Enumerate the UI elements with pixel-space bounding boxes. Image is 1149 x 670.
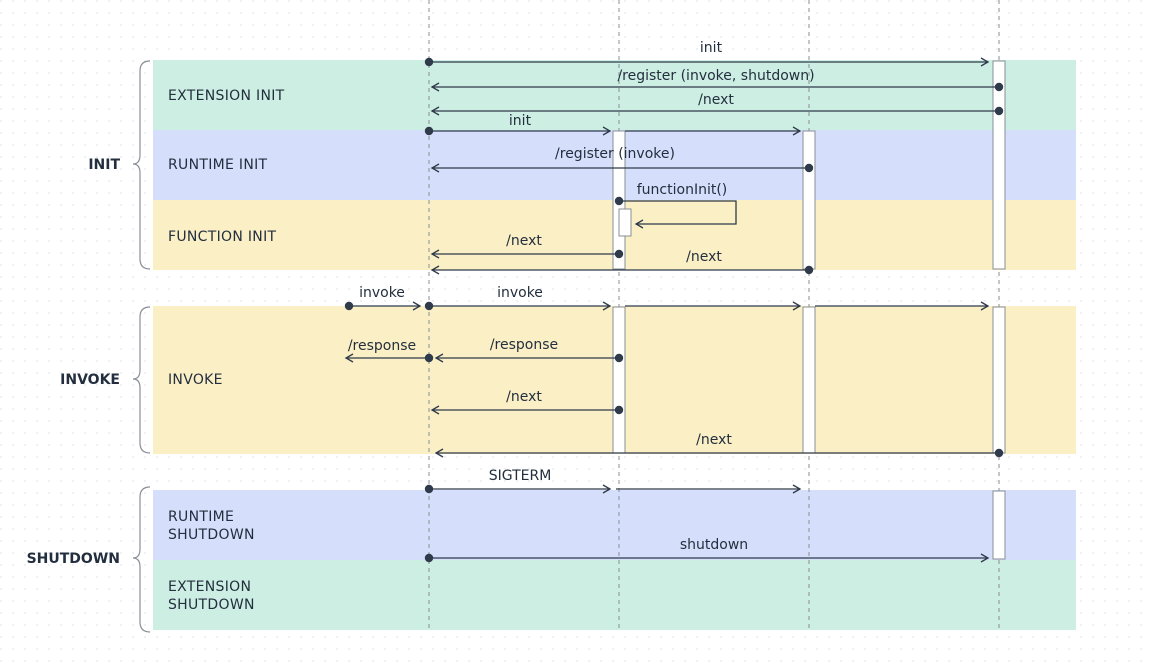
message-next-invoke-runtime: /next: [506, 389, 542, 405]
function-activation-invoke: [802, 306, 816, 454]
runtime-activation-invoke: [612, 306, 626, 454]
arrow-shutdown-extension-head: [980, 553, 990, 563]
arrow-function-init-self-call-line: [619, 200, 737, 225]
arrow-invoke-runtime: [424, 301, 612, 311]
arrow-next-invoke-runtime: [430, 405, 624, 415]
arrow-invoke-function-head: [792, 301, 802, 311]
group-label-invoke: INVOKE: [60, 372, 120, 388]
invoke-group-brace: [132, 306, 151, 454]
message-next-invoke-extension: /next: [696, 432, 732, 448]
arrow-init-function: [625, 126, 802, 136]
phase-label-runtime-shutdown-line1: RUNTIME: [168, 509, 234, 525]
arrow-register-runtime-head: [430, 163, 440, 173]
group-label-shutdown: SHUTDOWN: [27, 551, 120, 567]
phase-label-extension-shutdown-line1: EXTENSION: [168, 579, 251, 595]
arrow-response-runtime: [434, 353, 624, 363]
phase-label-extension-init: EXTENSION INIT: [168, 88, 285, 104]
arrow-sigterm-runtime-origin-dot: [424, 484, 434, 494]
arrow-shutdown-extension: [424, 553, 990, 563]
message-lines: [344, 57, 1004, 563]
arrow-next-runtime-origin-dot: [614, 249, 624, 259]
arrow-next-function-origin-dot: [804, 265, 814, 275]
arrow-function-init-self-call: [614, 196, 737, 229]
arrow-response-runtime-origin-dot: [614, 353, 624, 363]
phase-label-extension-shutdown-line2: SHUTDOWN: [168, 597, 255, 613]
arrow-invoke-extension-head: [980, 301, 990, 311]
arrow-init-extension: [424, 57, 990, 67]
message-response-in: /response: [490, 337, 558, 353]
arrow-register-extension: [430, 82, 1004, 92]
message-invoke-in: invoke: [359, 285, 405, 301]
arrow-next-invoke-runtime-head: [430, 405, 440, 415]
arrow-invoke-function: [625, 301, 802, 311]
group-label-init: INIT: [88, 157, 120, 173]
arrow-next-extension: [430, 106, 1004, 116]
arrow-next-runtime-head: [430, 249, 440, 259]
init-group-brace: [132, 60, 151, 270]
extension-activation-invoke: [992, 306, 1006, 454]
message-init-extension: init: [700, 40, 723, 56]
arrow-next-invoke-extension: [434, 448, 1004, 458]
function-activation-init: [802, 130, 816, 270]
arrow-register-extension-origin-dot: [994, 82, 1004, 92]
arrow-invoke-extension: [815, 301, 990, 311]
arrow-next-extension-origin-dot: [994, 106, 1004, 116]
arrow-init-runtime-origin-dot: [424, 126, 434, 136]
arrow-register-runtime: [430, 163, 814, 173]
phase-label-invoke: INVOKE: [168, 372, 223, 388]
arrow-function-init-self-call-origin-dot: [614, 196, 624, 206]
message-register-extension: /register (invoke, shutdown): [617, 68, 814, 84]
shutdown-group-brace: [132, 486, 151, 633]
arrow-next-invoke-extension-origin-dot: [994, 448, 1004, 458]
arrow-invoke-runtime-head: [602, 301, 612, 311]
arrow-init-runtime: [424, 126, 612, 136]
message-next-extension: /next: [698, 92, 734, 108]
arrow-function-init-self-call-head: [634, 219, 644, 229]
arrow-init-runtime-head: [602, 126, 612, 136]
arrow-shutdown-extension-origin-dot: [424, 553, 434, 563]
phase-label-function-init: FUNCTION INIT: [168, 229, 277, 245]
arrow-next-function: [430, 265, 814, 275]
arrow-response-runtime-head: [434, 353, 444, 363]
arrow-invoke-in-head: [412, 301, 422, 311]
arrow-invoke-runtime-origin-dot: [424, 301, 434, 311]
arrow-next-runtime: [430, 249, 624, 259]
runtime-shutdown-band: [153, 490, 1076, 560]
arrow-next-invoke-extension-head: [434, 448, 444, 458]
extension-activation-init: [992, 60, 1006, 270]
arrow-init-function-head: [792, 126, 802, 136]
arrow-next-extension-head: [430, 106, 440, 116]
message-invoke-out: invoke: [497, 285, 543, 301]
arrow-invoke-in: [344, 301, 422, 311]
arrow-next-function-head: [430, 265, 440, 275]
message-next-function: /next: [686, 249, 722, 265]
arrow-sigterm-function: [616, 484, 802, 494]
arrow-response-out-head: [344, 353, 354, 363]
message-sigterm: SIGTERM: [489, 468, 552, 484]
arrow-response-out-origin-dot: [424, 353, 434, 363]
arrow-register-runtime-origin-dot: [804, 163, 814, 173]
arrow-response-out: [344, 353, 434, 363]
phase-label-runtime-init: RUNTIME INIT: [168, 157, 268, 173]
arrow-sigterm-function-head: [792, 484, 802, 494]
message-init-runtime: init: [509, 113, 532, 129]
extension-activation-shutdown: [992, 490, 1006, 560]
arrow-invoke-in-origin-dot: [344, 301, 354, 311]
arrow-register-extension-head: [430, 82, 440, 92]
message-function-init: functionInit(): [637, 182, 728, 198]
arrow-sigterm-runtime-head: [602, 484, 612, 494]
message-response-out: /response: [348, 338, 416, 354]
message-register-runtime: /register (invoke): [555, 146, 675, 162]
extension-shutdown-band: [153, 560, 1076, 630]
arrow-sigterm-runtime: [424, 484, 612, 494]
message-next-runtime: /next: [506, 233, 542, 249]
extension-init-band: [153, 60, 1076, 130]
phase-label-runtime-shutdown-line2: SHUTDOWN: [168, 527, 255, 543]
arrow-init-extension-origin-dot: [424, 57, 434, 67]
arrow-init-extension-head: [980, 57, 990, 67]
message-shutdown: shutdown: [680, 537, 748, 553]
function-init-activation: [618, 208, 632, 237]
arrow-next-invoke-runtime-origin-dot: [614, 405, 624, 415]
